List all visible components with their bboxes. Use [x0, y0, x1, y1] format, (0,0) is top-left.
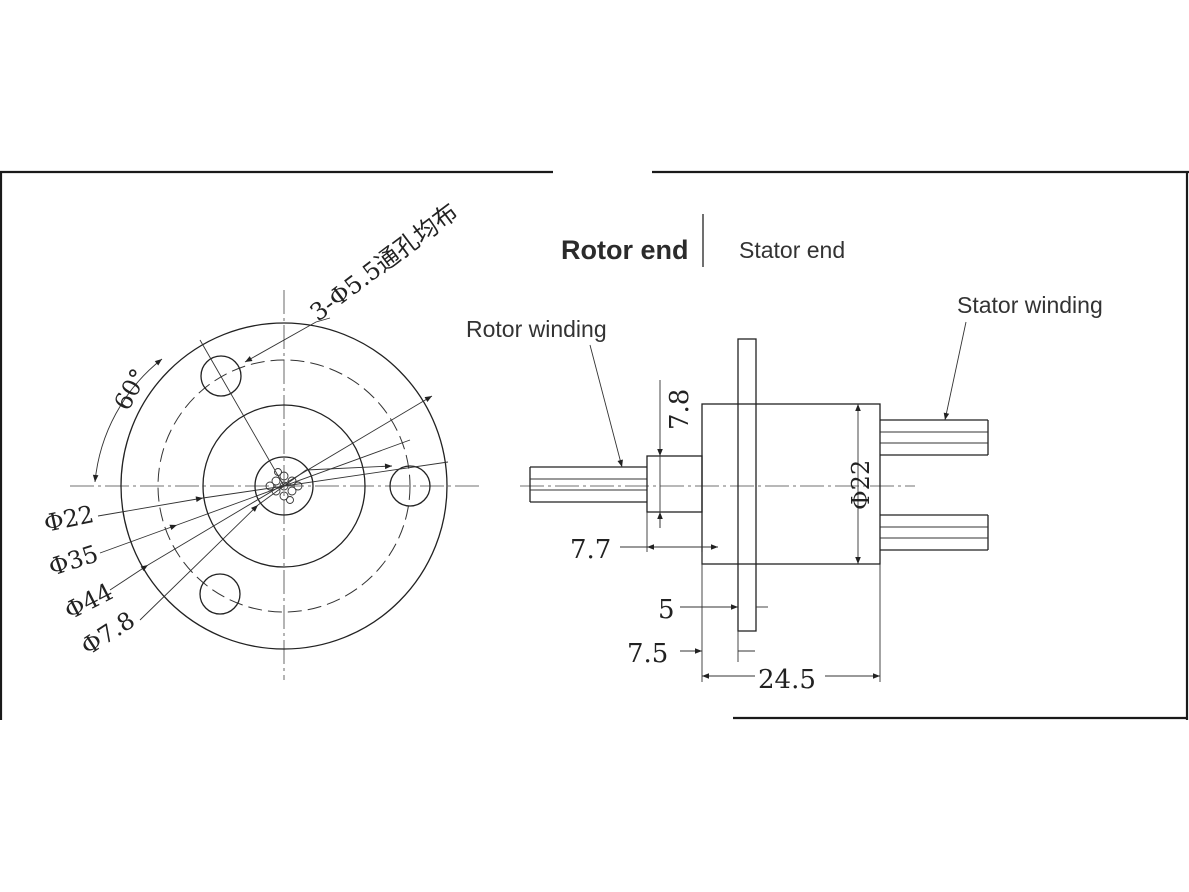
bolt-circle: [157, 359, 411, 613]
stator-winding-label: Stator winding: [957, 292, 1103, 318]
rotor-shaft: [646, 455, 703, 513]
stator-wires-upper: [880, 419, 989, 456]
front-view: 60° 3-Φ5.5通孔均布 Φ22 Φ35 Φ44 Φ7.8: [41, 198, 482, 680]
rotor-wires: [529, 466, 647, 503]
dia-35-label: Φ35: [45, 540, 101, 582]
dim-5-label: 5: [658, 595, 675, 625]
dia-22-leader: [97, 496, 204, 517]
stator-wires-lower: [880, 514, 989, 551]
dia-7-8-leader: [139, 504, 259, 621]
dia-44-leader: [109, 564, 149, 591]
outer-flange-circle: [120, 322, 448, 650]
body-circle: [202, 404, 366, 568]
mounting-hole-right: [389, 465, 431, 507]
dim-24-5-label: 24.5: [758, 665, 816, 695]
mounting-hole-bottom: [199, 573, 241, 615]
dia-22-label: Φ22: [41, 500, 96, 538]
stator-end-label: Stator end: [739, 237, 845, 263]
rotor-winding-leader: [589, 344, 623, 468]
side-view: Rotor winding Stator winding 7.8 Φ22 7.7…: [466, 292, 1103, 695]
dim-7-8-label: 7.8: [665, 389, 695, 430]
rotor-end-label: Rotor end: [561, 235, 689, 265]
dim-phi22-label: Φ22: [847, 460, 875, 510]
angle-60-label: 60°: [109, 364, 154, 415]
mounting-flange: [737, 338, 757, 632]
bore-circle: [254, 456, 314, 516]
drawing-frame: [0, 170, 1189, 720]
dim-7-5-label: 7.5: [627, 639, 668, 669]
stator-winding-leader: [943, 321, 967, 421]
angle-60-arc: [92, 358, 163, 483]
holes-note-leader: [244, 317, 331, 363]
mounting-hole-top: [200, 355, 242, 397]
dim-7-7-label: 7.7: [570, 535, 611, 565]
dia-35-leader: [99, 524, 178, 554]
holes-note-label: 3-Φ5.5通孔均布: [305, 198, 463, 327]
slip-ring-body: [701, 403, 881, 565]
rotor-winding-label: Rotor winding: [466, 316, 607, 342]
